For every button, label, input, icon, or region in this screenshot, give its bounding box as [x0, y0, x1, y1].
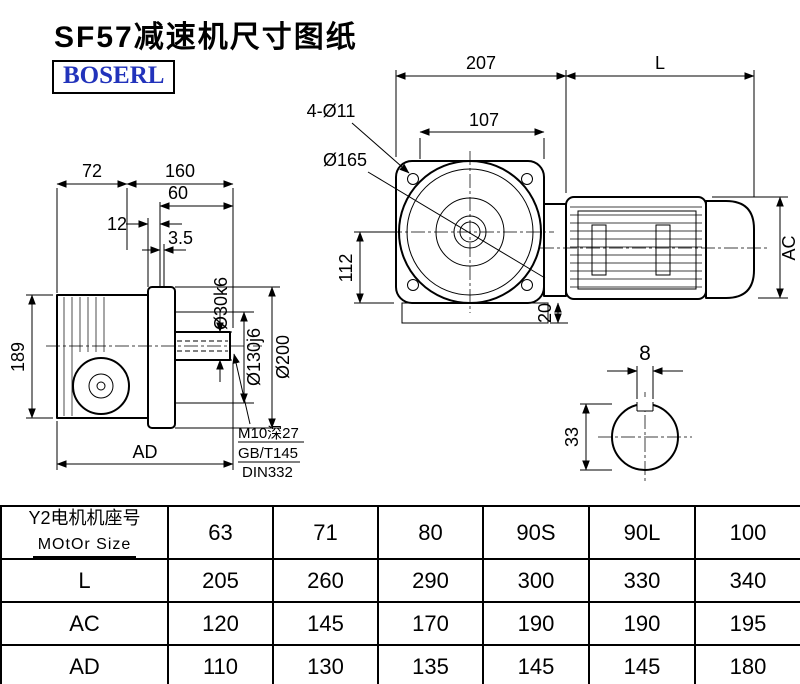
dim-8-label: 8 [639, 342, 651, 365]
row-label-ad: AD [0, 644, 169, 684]
dim-l: L [565, 53, 755, 197]
bolt-callout-label: 4-Ø11 [307, 101, 356, 121]
dim-189-label: 189 [8, 342, 28, 372]
table-cell: 90S [482, 505, 590, 560]
dim-ad-label: AD [132, 442, 157, 462]
table-cell: 180 [694, 644, 800, 684]
table-cell: 120 [167, 601, 274, 646]
note-din-label: DIN332 [242, 464, 293, 481]
table-cell: 71 [272, 505, 379, 560]
table-cell: 190 [588, 601, 696, 646]
motor-size-header: Y2电机机座号 MOtOr Size [0, 505, 169, 560]
gearbox-side-view [46, 286, 262, 429]
dim-107-label: 107 [469, 110, 499, 130]
dim-160-label: 160 [165, 161, 195, 181]
dim-ac-label: AC [779, 235, 799, 260]
table-cell: 130 [272, 644, 379, 684]
dim-20-label: 20 [535, 303, 555, 323]
note-gb-label: GB/T145 [238, 445, 298, 462]
dim-ad: AD [56, 364, 234, 470]
table-row-l: L 205 260 290 300 330 340 [0, 558, 800, 603]
table-cell: 100 [694, 505, 800, 560]
dim-33-label: 33 [562, 427, 582, 447]
table-cell: 145 [272, 601, 379, 646]
table-cell: 300 [482, 558, 590, 603]
table-cell: 80 [377, 505, 484, 560]
table-cell: 195 [694, 601, 800, 646]
gearbox-front-view [388, 151, 554, 324]
shaft-section-view: 8 33 [562, 342, 692, 482]
brand-logo: BOSERL [52, 60, 176, 94]
header-line2: MOtOr Size [32, 535, 137, 558]
table-cell: 135 [377, 644, 484, 684]
table-cell: 170 [377, 601, 484, 646]
dim-12-label: 12 [107, 214, 127, 234]
dim-107: 107 [419, 110, 545, 159]
motor-side-view [540, 196, 768, 300]
dim-207-label: 207 [466, 53, 496, 73]
dim-160: 160 [126, 161, 234, 328]
table-row-ac: AC 120 145 170 190 190 195 [0, 601, 800, 646]
dim-20: 20 [535, 302, 568, 324]
dim-112-label: 112 [336, 254, 356, 283]
table-cell: 205 [167, 558, 274, 603]
dia-30: Ø30k6 [211, 277, 232, 382]
dia-130-label: Ø130j6 [244, 328, 264, 386]
dim-72-label: 72 [82, 161, 102, 181]
dim-60: 60 [159, 183, 234, 287]
dim-3-5-label: 3.5 [168, 228, 193, 248]
table-cell: 330 [588, 558, 696, 603]
dim-ac: AC [712, 196, 799, 299]
table-cell: 190 [482, 601, 590, 646]
dim-72: 72 [56, 161, 128, 293]
dia-200-label: Ø200 [273, 335, 293, 379]
table-cell: 145 [482, 644, 590, 684]
technical-drawing: 207 L 4-Ø11 107 Ø165 112 AC 20 [8, 53, 799, 482]
shaft-notes: M10深27 GB/T145 DIN332 [232, 353, 304, 481]
header-line1: Y2电机机座号 [28, 508, 141, 528]
dim-12: 12 [107, 214, 182, 287]
table-cell: 340 [694, 558, 800, 603]
dim-112: 112 [336, 231, 396, 304]
bolt-callout: 4-Ø11 [307, 101, 410, 174]
table-cell: 260 [272, 558, 379, 603]
table-cell: 290 [377, 558, 484, 603]
dim-60-label: 60 [168, 183, 188, 203]
dia-200: Ø200 [175, 286, 293, 429]
table-row-motor-size: Y2电机机座号 MOtOr Size 63 71 80 90S 90L 100 [0, 505, 800, 560]
row-label-l: L [0, 558, 169, 603]
dim-l-label: L [655, 53, 665, 73]
dia-130: Ø130j6 [175, 311, 264, 404]
table-cell: 63 [167, 505, 274, 560]
dimension-table: Y2电机机座号 MOtOr Size 63 71 80 90S 90L 100 … [0, 505, 800, 684]
table-cell: 90L [588, 505, 696, 560]
note-tap-label: M10深27 [238, 425, 299, 442]
page-title: SF57减速机尺寸图纸 [54, 21, 358, 54]
dia-30-label: Ø30k6 [211, 277, 231, 330]
dia-165-label: Ø165 [323, 150, 367, 170]
table-row-ad: AD 110 130 135 145 145 180 [0, 644, 800, 684]
table-cell: 145 [588, 644, 696, 684]
dia-165-callout: Ø165 [323, 150, 546, 279]
table-cell: 110 [167, 644, 274, 684]
dim-3-5: 3.5 [142, 228, 193, 287]
dim-207: 207 [395, 53, 567, 193]
row-label-ac: AC [0, 601, 169, 646]
dim-189: 189 [8, 294, 53, 419]
